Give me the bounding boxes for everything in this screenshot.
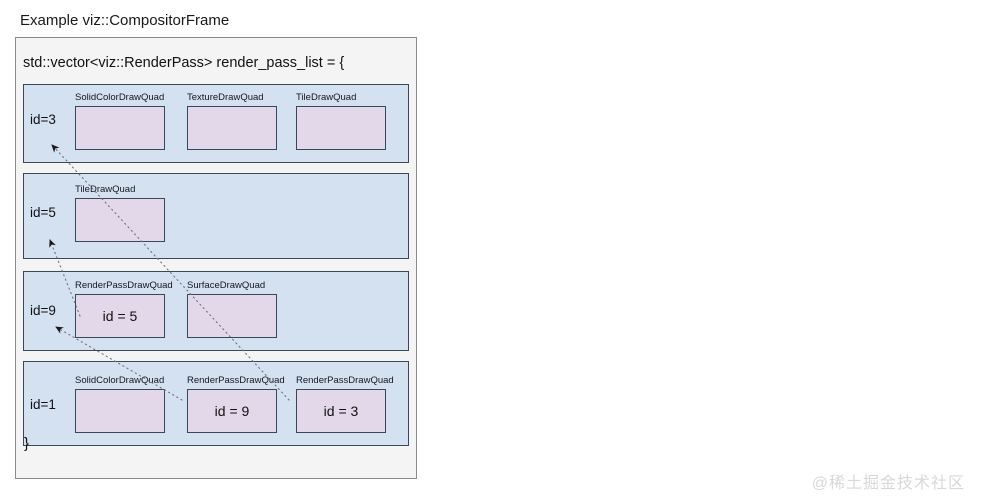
page-title: Example viz::CompositorFrame	[20, 12, 230, 29]
render-pass-id-5[interactable]: id=5 TileDrawQuad	[23, 173, 409, 259]
render-pass-id-1[interactable]: id=1 SolidColorDrawQuad RenderPassDrawQu…	[23, 361, 409, 446]
draw-quad-value: id = 9	[214, 403, 250, 419]
draw-quad-texturedrawquad[interactable]	[187, 106, 277, 150]
draw-quad-surfacedrawquad[interactable]	[187, 294, 277, 338]
render-pass-list-closing-brace: }	[24, 435, 30, 452]
draw-quad-renderpassdrawquad[interactable]: id = 9	[187, 389, 277, 433]
render-pass-id-9[interactable]: id=9 RenderPassDrawQuad id = 5 SurfaceDr…	[23, 271, 409, 351]
quad-type-label: SolidColorDrawQuad	[75, 92, 165, 103]
quad-type-label: TileDrawQuad	[75, 184, 136, 195]
render-pass-id-label: id=3	[30, 112, 56, 127]
draw-quad-solidcolordrawquad[interactable]	[75, 106, 165, 150]
quad-type-label: RenderPassDrawQuad	[187, 375, 285, 386]
draw-quad-tiledrawquad[interactable]	[75, 198, 165, 242]
render-pass-id-label: id=9	[30, 303, 56, 318]
draw-quad-renderpassdrawquad[interactable]: id = 3	[296, 389, 386, 433]
render-pass-list-declaration: std::vector<viz::RenderPass> render_pass…	[23, 55, 345, 71]
render-pass-id-label: id=5	[30, 205, 56, 220]
quad-type-label: TileDrawQuad	[296, 92, 357, 103]
quad-type-label: RenderPassDrawQuad	[75, 280, 173, 291]
quad-type-label: RenderPassDrawQuad	[296, 375, 394, 386]
draw-quad-tiledrawquad[interactable]	[296, 106, 386, 150]
draw-quad-value: id = 3	[323, 403, 359, 419]
compositor-frame-container: std::vector<viz::RenderPass> render_pass…	[15, 37, 417, 479]
render-pass-id-3[interactable]: id=3 SolidColorDrawQuad TextureDrawQuad …	[23, 84, 409, 163]
quad-type-label: SurfaceDrawQuad	[187, 280, 266, 291]
draw-quad-renderpassdrawquad[interactable]: id = 5	[75, 294, 165, 338]
draw-quad-solidcolordrawquad[interactable]	[75, 389, 165, 433]
watermark: @稀土掘金技术社区	[811, 475, 965, 492]
quad-type-label: TextureDrawQuad	[187, 92, 264, 103]
render-pass-id-label: id=1	[30, 397, 56, 412]
draw-quad-value: id = 5	[102, 308, 138, 324]
quad-type-label: SolidColorDrawQuad	[75, 375, 165, 386]
